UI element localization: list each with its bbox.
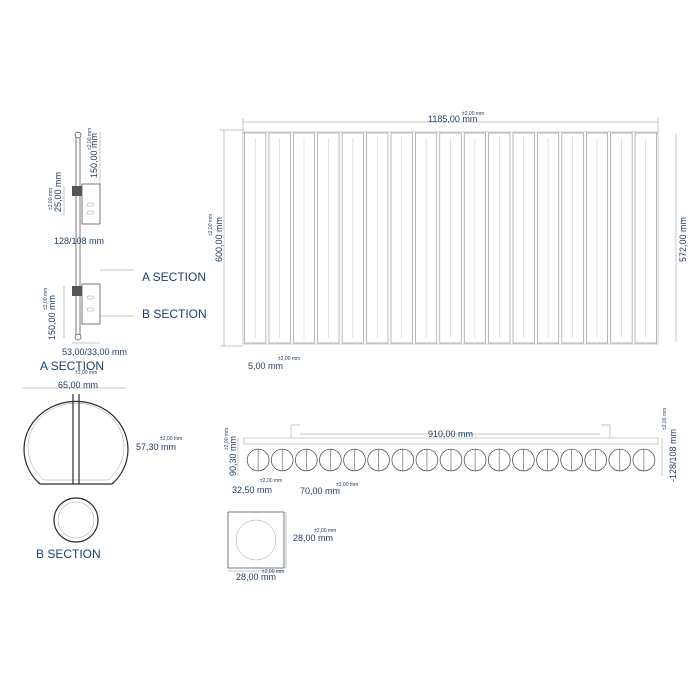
plan-bracket-right: [601, 424, 611, 438]
section-profile-inner: [27, 403, 125, 481]
b-section-callout: B SECTION: [142, 307, 207, 321]
plan-view: 910,00 mm 90,30 mm ±2,00 mm -128/108 mm …: [224, 408, 678, 496]
plan-top-rail: [243, 437, 659, 445]
plan-depth-tolerance: ±2,00 mm: [224, 428, 230, 450]
width-tolerance-label: ±2,00 mm: [462, 111, 484, 117]
square-height-label: 28,00 mm: [293, 533, 333, 543]
side-block-label: 25,00 mm: [53, 172, 63, 212]
plan-edge-tolerance: ±2,00 mm: [260, 478, 282, 484]
panel-outline: [242, 131, 659, 345]
side-block-top: [72, 186, 82, 196]
plan-pitch-label: 70,00 mm: [300, 486, 340, 496]
plan-tubes: [246, 448, 656, 472]
side-top-tolerance: ±2,00 mm: [87, 128, 93, 150]
section-detail: 65,00 mm ±2,00 mm 57,30 mm ±2,00 mm B SE…: [22, 370, 182, 561]
section-width-tolerance: ±2,00 mm: [75, 370, 97, 376]
panel-fins: [244, 132, 657, 344]
side-tube-cap-top: [74, 131, 82, 139]
bracket-top: [81, 183, 101, 225]
section-tube-outer: [53, 497, 99, 543]
side-center-label: 128/108 mm: [54, 236, 104, 246]
section-width-label: 65,00 mm: [58, 380, 98, 390]
side-block-bottom: [72, 286, 82, 296]
square-hole: [235, 519, 277, 561]
side-bottom-label: 150,00 mm: [47, 295, 57, 340]
fin-gap-label: 5,00 mm: [248, 361, 283, 371]
plan-edge-label: 32,50 mm: [232, 485, 272, 495]
bracket-top-slot: [86, 202, 95, 207]
side-view: 150,00 mm ±2,00 mm 25,00 mm ±2,00 mm 128…: [40, 128, 207, 373]
side-top-label: 150,00 mm: [89, 133, 99, 178]
section-tube-inner: [57, 501, 95, 539]
square-detail: 28,00 mm ±2,00 mm 28,00 mm ±2,00 mm: [227, 511, 336, 582]
b-section-title: B SECTION: [36, 547, 101, 561]
square-width-label: 28,00 mm: [236, 572, 276, 582]
a-section-callout: A SECTION: [142, 270, 206, 284]
plan-bracket-left: [290, 424, 300, 438]
square-height-tolerance: ±2,00 mm: [314, 528, 336, 534]
plan-spacing-label: -128/108 mm: [668, 429, 678, 482]
bracket-bottom-slot-2: [86, 307, 95, 312]
a-section-title: A SECTION: [40, 359, 104, 373]
height-tolerance-label: ±2,00 mm: [208, 214, 214, 236]
plan-spacing-tolerance: ±2,00 mm: [662, 408, 668, 430]
square-plate: [227, 511, 285, 569]
section-height-tolerance: ±2,00 mm: [160, 436, 182, 442]
bracket-bottom-slot: [86, 295, 95, 300]
height-dimension-label: 600,00 mm: [214, 217, 224, 262]
plan-pitch-tolerance: ±2,00 mm: [336, 482, 358, 488]
side-base-label: 53,00/33,00 mm: [62, 347, 127, 357]
width-dimension-label: 1185,00 mm: [428, 114, 477, 124]
bracket-bottom: [81, 283, 101, 325]
fin-gap-tolerance-label: ±2,00 mm: [278, 356, 300, 362]
inner-height-dimension-label: 572,00 mm: [678, 217, 688, 262]
front-view: 1185,00 mm ±2,00 mm 600,00 mm ±2,00 mm 5…: [208, 111, 688, 371]
section-profile-outer: [23, 400, 129, 485]
side-block-tolerance: ±2,00 mm: [48, 188, 54, 210]
section-height-label: 57,30 mm: [136, 442, 176, 452]
plan-depth-label: 90,30 mm: [228, 436, 238, 476]
square-width-tolerance: ±2,00 mm: [262, 569, 284, 575]
plan-length-label: 910,00 mm: [428, 429, 473, 439]
side-tube-cap-bottom: [74, 333, 82, 341]
side-bottom-tolerance: ±2,00 mm: [43, 288, 49, 310]
bracket-top-slot-2: [86, 210, 95, 215]
